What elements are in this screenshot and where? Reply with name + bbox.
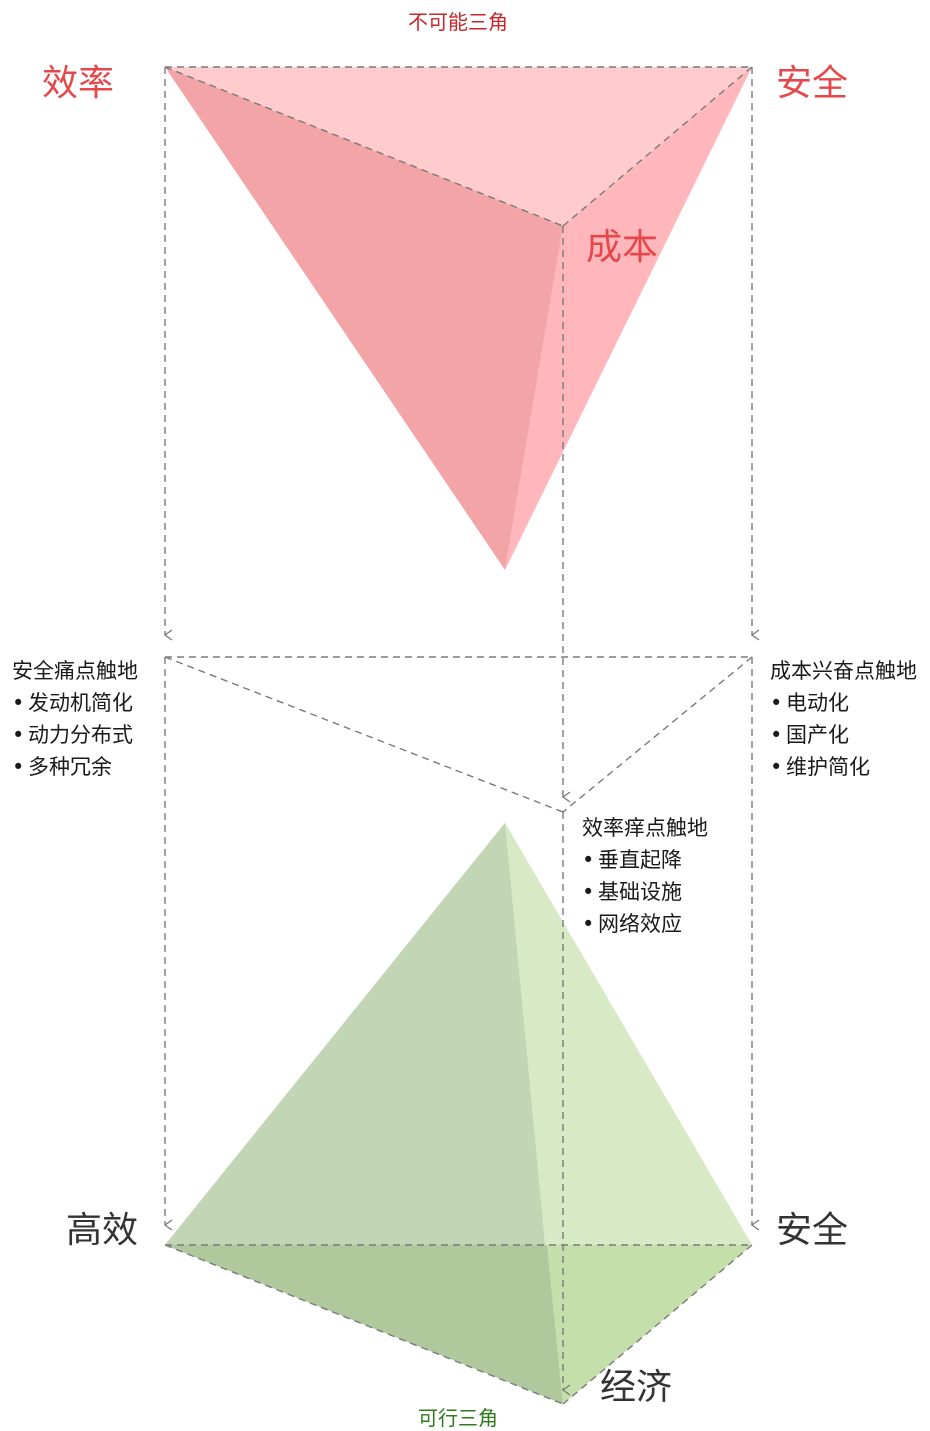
note-cost-heading: 成本兴奋点触地 bbox=[770, 659, 917, 683]
note-cost-item: 国产化 bbox=[770, 719, 917, 751]
impossible-left-face bbox=[165, 67, 563, 570]
note-safety: 安全痛点触地 发动机简化 动力分布式 多种冗余 bbox=[12, 655, 138, 783]
note-safety-heading: 安全痛点触地 bbox=[12, 659, 138, 683]
mid-right-edge-dashed bbox=[562, 656, 753, 813]
vertex-label-safety-top: 安全 bbox=[776, 63, 849, 104]
note-cost-item: 电动化 bbox=[770, 687, 917, 719]
vertex-label-efficiency: 效率 bbox=[42, 63, 115, 104]
impossible-right-face bbox=[505, 67, 752, 570]
note-cost: 成本兴奋点触地 电动化 国产化 维护简化 bbox=[770, 655, 917, 783]
note-efficiency-item: 垂直起降 bbox=[582, 844, 708, 876]
impossible-pyramid bbox=[165, 67, 752, 570]
note-efficiency-heading: 效率痒点触地 bbox=[582, 816, 708, 840]
bottom-right-edge-dashed bbox=[562, 1244, 753, 1405]
note-cost-item: 维护简化 bbox=[770, 751, 917, 783]
mid-left-edge-dashed bbox=[164, 656, 564, 813]
note-efficiency-item: 基础设施 bbox=[582, 876, 708, 908]
feasible-pyramid bbox=[165, 823, 752, 1404]
note-safety-item: 多种冗余 bbox=[12, 751, 138, 783]
feasible-left-face bbox=[165, 823, 545, 1245]
note-safety-item: 动力分布式 bbox=[12, 719, 138, 751]
note-safety-item: 发动机简化 bbox=[12, 687, 138, 719]
projection-lines bbox=[163, 66, 760, 1405]
feasible-triangle-title: 可行三角 bbox=[418, 1406, 498, 1430]
impossible-triangle-title: 不可能三角 bbox=[408, 10, 508, 34]
note-efficiency: 效率痒点触地 垂直起降 基础设施 网络效应 bbox=[582, 812, 708, 940]
vertex-label-economy: 经济 bbox=[600, 1367, 673, 1408]
note-efficiency-item: 网络效应 bbox=[582, 908, 708, 940]
vertex-label-cost: 成本 bbox=[586, 227, 659, 268]
feasible-right-face bbox=[505, 823, 752, 1245]
vertex-label-safety-bottom: 安全 bbox=[776, 1210, 849, 1251]
impossible-top-face bbox=[165, 67, 752, 226]
vertex-label-high-efficiency: 高效 bbox=[66, 1210, 139, 1251]
top-right-edge-dashed bbox=[562, 66, 753, 227]
